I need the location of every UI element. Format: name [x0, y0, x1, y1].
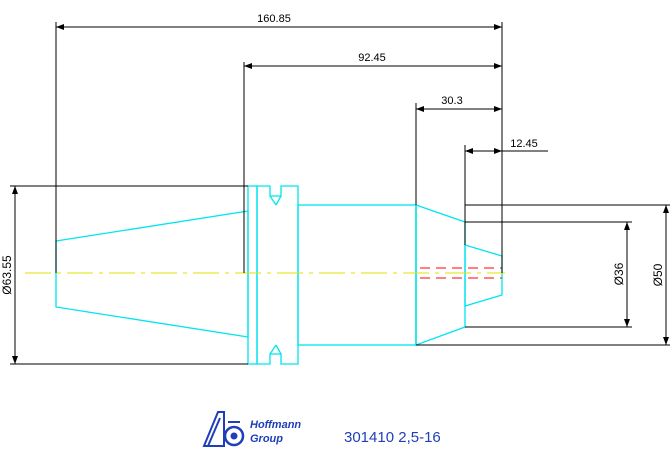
bore: [464, 244, 503, 307]
logo-text-line1: Hoffmann: [250, 419, 301, 431]
dimension-lines: [12, 24, 669, 364]
taper-cone: [55, 210, 249, 338]
nose-taper: [415, 204, 466, 346]
flange-ring-1: [247, 185, 258, 365]
dim-text-bore-dia: Ø36: [612, 262, 626, 285]
part-number: 301410 2,5-16: [344, 429, 441, 446]
logo-text-line2: Group: [250, 433, 283, 445]
dim-text-flange-dia: Ø63.55: [0, 255, 14, 295]
hoffmann-logo-icon: [202, 411, 245, 447]
dim-text-shank: 92.45: [358, 52, 386, 64]
shank-body: [297, 204, 417, 346]
hidden-lines: [420, 267, 502, 279]
extension-lines: [10, 22, 670, 365]
dim-text-tip: 30.3: [441, 95, 462, 107]
dim-text-overall: 160.85: [257, 13, 291, 25]
dim-text-nose-dia: Ø50: [651, 263, 665, 286]
dim-text-bore-depth: 12.45: [510, 138, 538, 150]
tool-holder-outline: [55, 185, 503, 365]
flange-v-groove: [256, 185, 299, 365]
